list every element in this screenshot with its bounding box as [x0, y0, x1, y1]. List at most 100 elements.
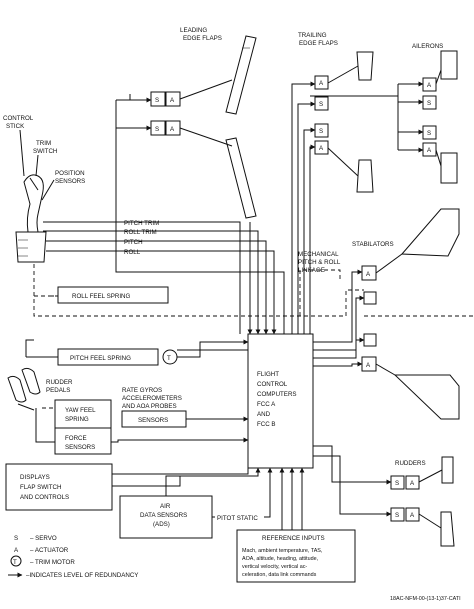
- leading-edge-flap-lower: [225, 137, 257, 219]
- stab-servo-1: [363, 291, 377, 305]
- fcc-line-3: COMPUTERS: [257, 391, 297, 398]
- displays-box: [5, 463, 113, 511]
- leading-edge-flaps-label: LEADING: [180, 27, 207, 34]
- leading-edge-flaps-label-2: EDGE FLAPS: [183, 35, 222, 42]
- te-actuator-1-a: A: [319, 80, 324, 87]
- reference-inputs-box: [236, 529, 356, 583]
- rud-actuator-1-a: A: [410, 480, 415, 487]
- fcc-line-4: FCC A: [257, 401, 276, 408]
- trim-motor-t: T: [167, 355, 171, 362]
- rudder-lower: [440, 511, 455, 547]
- pitot-static-label: PITOT STATIC: [217, 515, 258, 522]
- yaw-feel-spring-label: YAW FEEL: [65, 407, 96, 414]
- rate-gyros-label-3: AND AOA PROBES: [122, 403, 177, 410]
- legend-servo-text: – SERVO: [30, 535, 57, 542]
- trim-switch-label: TRIM: [36, 140, 51, 147]
- legend-trim-symbol: T: [13, 559, 17, 566]
- le-actuator-2-a: A: [170, 126, 175, 133]
- control-stick-icon: [15, 174, 47, 263]
- reference-inputs-title: REFERENCE INPUTS: [262, 535, 325, 542]
- stabilator-upper: [400, 208, 460, 257]
- pitch-trim-line: [43, 221, 241, 334]
- te-servo-2-s: S: [319, 128, 323, 135]
- yaw-feel-force-box: [54, 399, 112, 455]
- le-actuator-1-a: A: [170, 97, 175, 104]
- signal-pitch: PITCH: [124, 239, 143, 246]
- ail-actuator-1-a: A: [427, 82, 432, 89]
- rud-actuator-2-a: A: [410, 512, 415, 519]
- control-stick-label: CONTROL: [3, 115, 34, 122]
- te-actuator-2-a: A: [319, 145, 324, 152]
- signal-pitch-trim: PITCH TRIM: [124, 220, 159, 227]
- rudder-upper: [441, 456, 454, 484]
- ail-actuator-2-a: A: [427, 147, 432, 154]
- legend-trim-motor-icon: [10, 555, 22, 567]
- pitch-feel-spring-label: PITCH FEEL SPRING: [70, 355, 131, 362]
- reference-inputs-line-3: vertical velocity, vertical ac-: [242, 564, 307, 570]
- sensors-label: SENSORS: [138, 417, 168, 424]
- position-sensors-label-2: SENSORS: [55, 178, 85, 185]
- aileron-lower: [440, 152, 458, 184]
- trim-switch-label-2: SWITCH: [33, 148, 57, 155]
- stab-actuator-1-a: A: [366, 271, 371, 278]
- trailing-edge-flaps-label: TRAILING: [298, 32, 327, 39]
- stabilator-lower: [393, 374, 460, 420]
- air-data-label: AIR: [160, 503, 171, 510]
- legend-actuator-symbol: A: [14, 547, 19, 554]
- air-data-label-2: DATA SENSORS: [140, 512, 187, 519]
- force-sensors-label: FORCE: [65, 435, 87, 442]
- ailerons-label: AILERONS: [412, 43, 443, 50]
- control-stick-label-2: STICK: [6, 123, 25, 130]
- rudder-pedals-label-2: PEDALS: [46, 387, 70, 394]
- leading-edge-flap-upper: [225, 35, 257, 115]
- air-data-label-3: (ADS): [153, 521, 170, 528]
- roll-feel-spring-label: ROLL FEEL SPRING: [72, 293, 131, 300]
- signal-roll-trim: ROLL TRIM: [124, 229, 157, 236]
- flap-switch-label: FLAP SWITCH: [20, 484, 62, 491]
- signal-roll: ROLL: [124, 249, 141, 256]
- fcc-line-1: FLIGHT: [257, 371, 279, 378]
- figure-id: 18AC-NFM-00-(13-1)37-CATI: [390, 596, 461, 602]
- ail-servo-1-s: S: [427, 100, 431, 107]
- mech-linkage-label: MECHANICAL: [298, 251, 339, 258]
- reference-inputs-line-4: celeration, data link commands: [242, 572, 317, 578]
- trailing-edge-flap-lower: [356, 159, 374, 193]
- le-servo-1-s: S: [155, 97, 159, 104]
- reference-inputs-line-1: Mach, ambient temperature, TAS,: [242, 548, 323, 554]
- stab-servo-2: [363, 333, 377, 347]
- fcc-line-2: CONTROL: [257, 381, 288, 388]
- roll-feel-spring-box: [57, 286, 169, 304]
- rud-servo-2-s: S: [395, 512, 399, 519]
- ail-servo-2-s: S: [427, 130, 431, 137]
- rudder-pedals-icon: [7, 367, 41, 411]
- yaw-feel-spring-label-2: SPRING: [65, 416, 89, 423]
- fcc-line-5: AND: [257, 411, 271, 418]
- rudder-pedals-label: RUDDER: [46, 379, 73, 386]
- displays-label: DISPLAYS: [20, 474, 50, 481]
- rud-actuator-1: [405, 475, 420, 490]
- rudders-label: RUDDERS: [395, 460, 426, 467]
- reference-inputs-line-2: AOA, altitude, heading, attitude,: [242, 556, 319, 562]
- aileron-upper: [440, 50, 458, 80]
- flight-control-computers-box: [247, 333, 314, 469]
- legend-actuator-text: – ACTUATOR: [30, 547, 69, 554]
- te-servo-1-s: S: [319, 101, 323, 108]
- force-sensors-label-2: SENSORS: [65, 444, 95, 451]
- legend-servo-symbol: S: [14, 535, 18, 542]
- rate-gyros-label: RATE GYROS: [122, 387, 162, 394]
- stab-actuator-2-a: A: [366, 362, 371, 369]
- stabilators-label: STABILATORS: [352, 241, 394, 248]
- legend-redundancy-text: –INDICATES LEVEL OF REDUNDANCY: [26, 572, 138, 579]
- rate-gyros-label-2: ACCELEROMETERS: [122, 395, 182, 402]
- trailing-edge-flap-upper: [356, 51, 374, 81]
- rud-servo-1-s: S: [395, 480, 399, 487]
- fcc-line-6: FCC B: [257, 421, 276, 428]
- position-sensors-label: POSITION: [55, 170, 85, 177]
- controls-label: AND CONTROLS: [20, 494, 69, 501]
- le-servo-2-s: S: [155, 126, 159, 133]
- trailing-edge-flaps-label-2: EDGE FLAPS: [299, 40, 338, 47]
- mech-linkage-label-3: LINKAGE: [298, 267, 325, 274]
- legend-trim-text: – TRIM MOTOR: [30, 559, 75, 566]
- mech-linkage-label-2: PITCH & ROLL: [298, 259, 341, 266]
